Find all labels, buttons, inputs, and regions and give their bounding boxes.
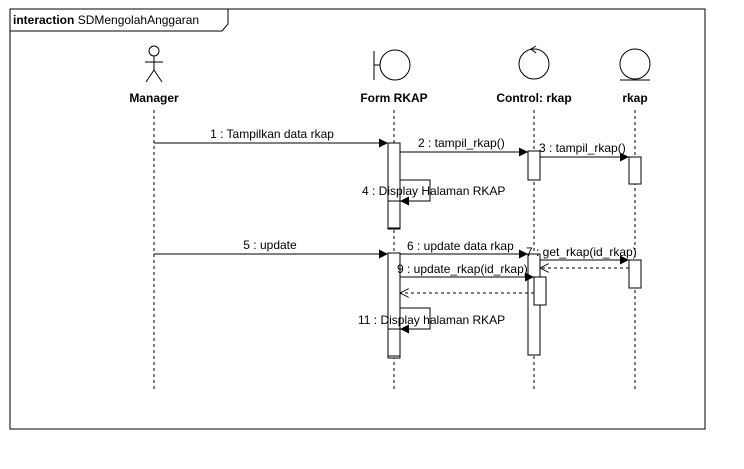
frame-name: SDMengolahAnggaran [78, 13, 199, 27]
activation-form-self-1 [387, 200, 401, 229]
message-label-3: 3 : tampil_rkap() [539, 141, 626, 155]
message-label-5: 5 : update [243, 238, 297, 252]
entity-icon [619, 48, 651, 81]
message-label-7: 7 : get_rkap(id_rkap) [526, 245, 637, 259]
control-icon [518, 45, 550, 80]
message-label-4: 4 : Display Halaman RKAP [362, 184, 505, 198]
activation-form-self-2 [387, 328, 401, 357]
message-label-11: 11 : Display halaman RKAP [358, 313, 505, 327]
frame-title: interaction SDMengolahAnggaran [13, 13, 199, 27]
message-line-11 [400, 307, 431, 334]
lifeline-label-form: Form RKAP [360, 91, 427, 105]
lifeline-label-control: Control: rkap [496, 91, 571, 105]
message-line-4 [400, 179, 431, 206]
interaction-frame [9, 8, 706, 430]
message-label-1: 1 : Tampilkan data rkap [210, 127, 334, 141]
lifeline-label-entity: rkap [622, 91, 647, 105]
message-label-2: 2 : tampil_rkap() [418, 136, 505, 150]
message-label-9: 9 : update_rkap(id_rkap) [397, 262, 528, 276]
activation-entity-1 [628, 156, 642, 185]
message-label-6: 6 : update data rkap [407, 239, 514, 253]
lifeline-label-manager: Manager [129, 91, 179, 105]
frame-keyword: interaction [13, 13, 74, 27]
activation-entity-2 [628, 259, 642, 289]
activation-control-3 [533, 276, 547, 306]
activation-control-1 [527, 150, 541, 181]
frame-tab [10, 9, 229, 32]
boundary-icon [373, 49, 411, 81]
manager-actor-icon [145, 45, 163, 83]
